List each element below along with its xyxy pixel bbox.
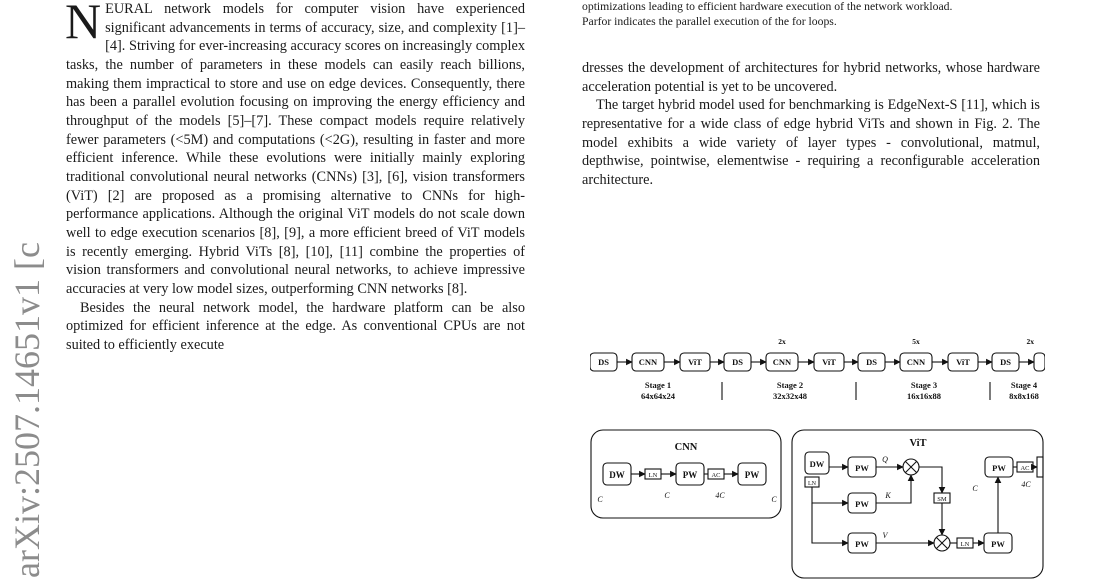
ln-label: LN [649,472,658,479]
pipeline [590,352,1045,400]
dw-label: DW [810,459,825,469]
cnn-block-clipped [1033,352,1045,372]
channel-label: 4C [715,491,725,500]
right-column: optimizations leading to efficient hardw… [582,0,1040,190]
vit-label: ViT [956,357,970,367]
architecture-diagram: DS CNN ViT DS CNN ViT DS CNN ViT DS 2x 5… [590,337,1045,579]
ds-label: DS [732,357,743,367]
vit-label: ViT [688,357,702,367]
pw-block-clipped [1036,456,1044,478]
pw-label: PW [855,463,869,473]
repeat-label: 5x [912,337,920,346]
edgenext-paragraph: The target hybrid model used for benchma… [582,97,1040,188]
drop-cap: N [65,0,102,49]
dw-label: DW [609,470,625,480]
stage-name: Stage 2 [777,380,803,390]
ac-label: AC [1020,465,1029,472]
channel-label: C [972,484,978,493]
q-label: Q [882,455,888,464]
vit-label: ViT [822,357,836,367]
caption-line: optimizations leading to efficient hardw… [582,0,953,13]
hybrid-paragraph: dresses the development of architectures… [582,60,1040,95]
cnn-panel [590,429,782,519]
stage-dims: 64x64x24 [641,391,676,401]
stage-dims: 32x32x48 [773,391,807,401]
ac-label: AC [711,472,720,479]
pw-label: PW [855,499,869,509]
stage-name: Stage 4 [1011,380,1038,390]
pw-label: PW [992,463,1006,473]
pw-label: PW [683,470,698,480]
hardware-paragraph: Besides the neural network model, the ha… [66,299,525,353]
ln-label: LN [961,541,970,548]
ln-label: LN [808,481,817,487]
dw-block [804,451,830,475]
right-body: dresses the development of architectures… [582,59,1040,190]
vit-panel [791,429,1044,579]
figure-caption-tail: optimizations leading to efficient hardw… [582,0,1040,29]
pw-label: PW [991,539,1005,549]
cnn-panel-title: CNN [675,442,698,453]
k-label: K [884,491,891,500]
cnn-label: CNN [907,357,926,367]
stage-dims: 8x8x168 [1009,391,1039,401]
pw-label: PW [745,470,760,480]
channel-label: C [597,495,603,504]
v-label: V [883,531,889,540]
cnn-label: CNN [773,357,792,367]
repeat-label: 2x [1027,337,1035,346]
channel-label: C [664,491,670,500]
sm-label: SM [937,496,947,503]
intro-paragraph-text: EURAL network models for computer vision… [66,1,525,297]
stage-name: Stage 1 [645,380,671,390]
pw-label: PW [855,539,869,549]
cnn-label: CNN [639,357,658,367]
arxiv-margin-stamp: arXiv:2507.14651v1 [c [0,0,50,585]
vit-panel-title: ViT [909,438,926,449]
arxiv-identifier: arXiv:2507.14651v1 [c [7,242,47,578]
stage-name: Stage 3 [911,380,937,390]
repeat-label: 2x [778,337,786,346]
channel-label: C [771,495,777,504]
ds-label: DS [598,357,609,367]
ds-label: DS [866,357,877,367]
ds-label: DS [1000,357,1011,367]
channel-label: 4C [1021,480,1031,489]
caption-line: Parfor indicates the parallel execution … [582,14,837,28]
edgenext-architecture-figure: DS CNN ViT DS CNN ViT DS CNN ViT DS 2x 5… [590,330,1045,580]
stage-dims: 16x16x88 [907,391,941,401]
